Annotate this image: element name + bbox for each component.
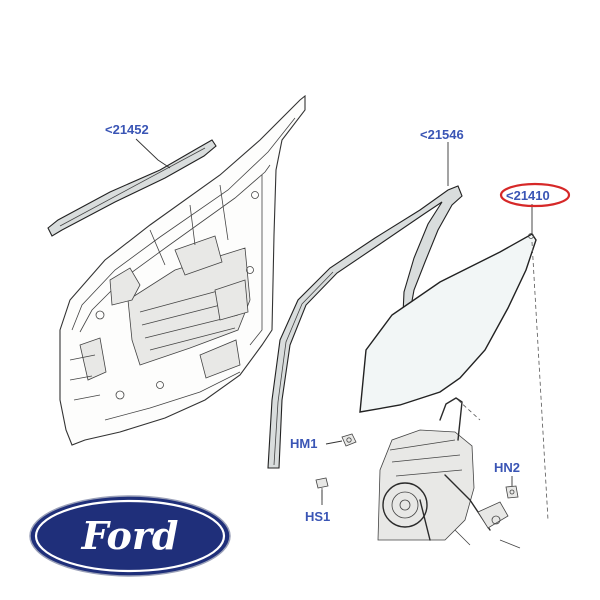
callout-21410: <21410 bbox=[506, 188, 550, 203]
door-frame bbox=[59, 94, 306, 446]
leader-lines bbox=[135, 138, 549, 521]
belt-moulding-part bbox=[47, 139, 217, 237]
ford-logo-text: Ford bbox=[81, 513, 179, 558]
highlight-ellipse bbox=[499, 182, 571, 208]
ford-logo: Ford bbox=[29, 495, 231, 577]
callout-hm1: HM1 bbox=[290, 436, 317, 451]
door-glass-part bbox=[359, 233, 537, 413]
callout-hs1: HS1 bbox=[305, 509, 330, 524]
window-regulator-part bbox=[377, 397, 521, 549]
callout-21452: <21452 bbox=[105, 122, 149, 137]
callout-hn2: HN2 bbox=[494, 460, 520, 475]
callout-21546: <21546 bbox=[420, 127, 464, 142]
